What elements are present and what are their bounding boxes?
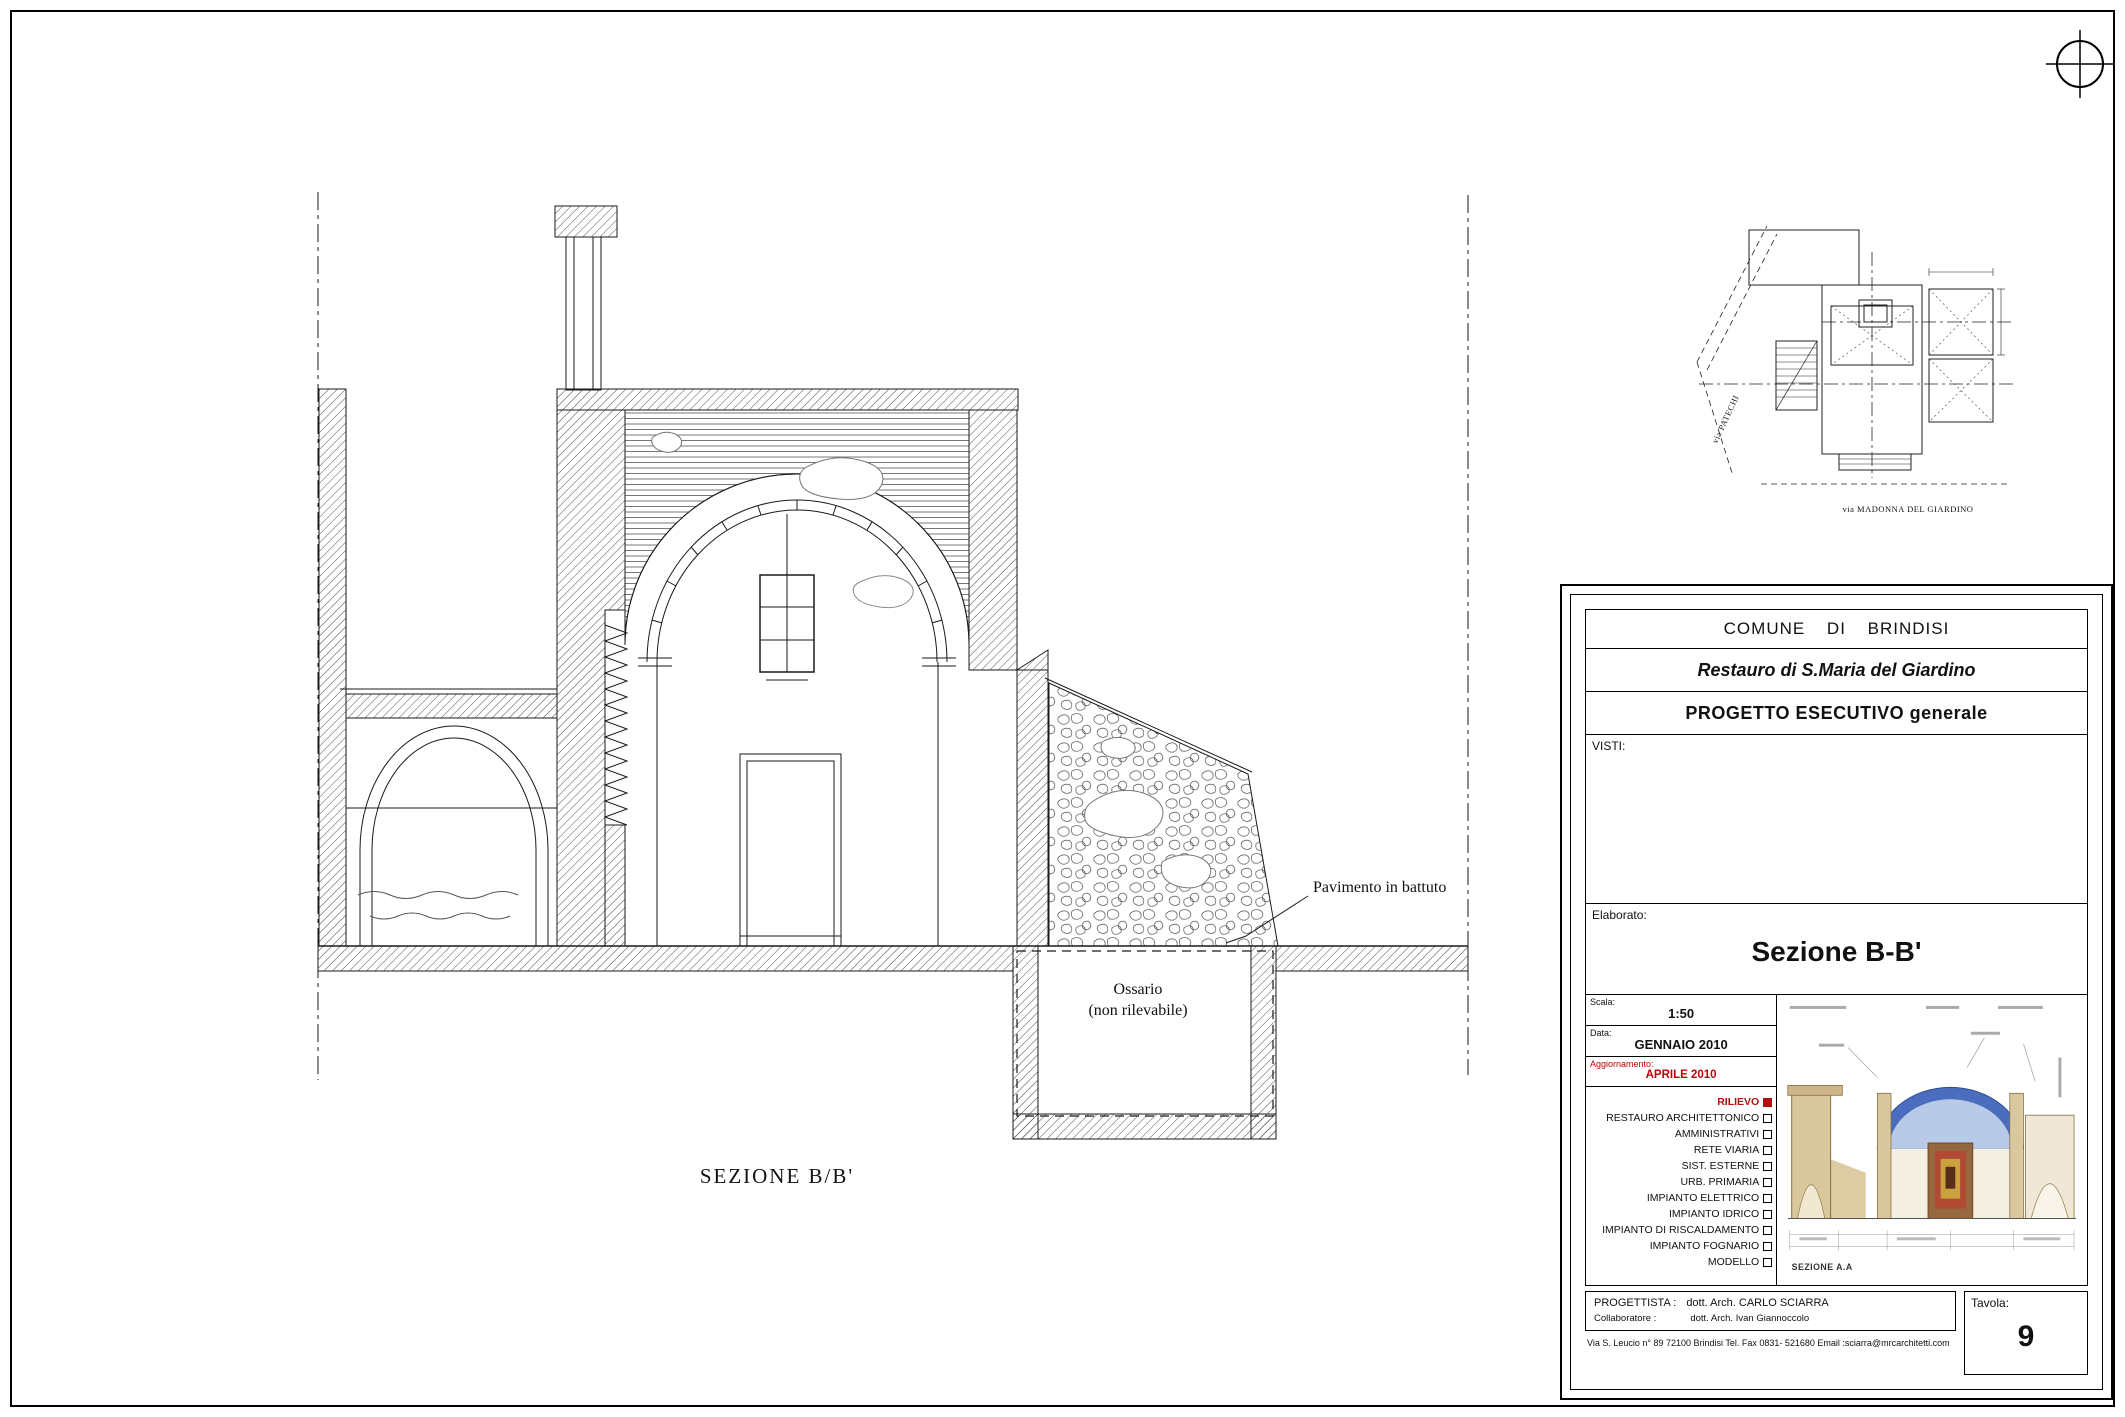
checklist-item: MODELLO	[1586, 1254, 1776, 1270]
checklist-item-label: RILIEVO	[1717, 1096, 1760, 1108]
street-label-madonna: via MADONNA DEL GIARDINO	[1843, 504, 1974, 514]
checklist-checkbox	[1763, 1145, 1773, 1155]
titleblock-comune: COMUNE DI BRINDISI	[1585, 609, 2088, 649]
chimney	[554, 205, 618, 391]
left-wing	[318, 388, 558, 947]
checklist: RILIEVO RESTAURO ARCHITETTONICO AMMINISTRA…	[1586, 1087, 1776, 1285]
titleblock-inner: COMUNE DI BRINDISI Restauro di S.Maria d…	[1570, 594, 2103, 1390]
titleblock-middle: Scala: 1:50 Data: GENNAIO 2010 Aggiornam…	[1585, 994, 2088, 1286]
preview-altar	[1927, 1142, 1974, 1219]
preview-annotation-text	[1789, 1005, 2062, 1098]
registration-mark-icon	[2046, 30, 2114, 98]
checklist-item-label: URB. PRIMARIA	[1680, 1176, 1760, 1188]
checklist-checkbox	[1763, 1209, 1773, 1219]
titleblock-project-title: Restauro di S.Maria del Giardino	[1585, 648, 2088, 692]
tavola-number: 9	[2017, 1320, 2035, 1353]
checklist-item: SIST. ESTERNE	[1586, 1158, 1776, 1174]
sheet-border	[10, 10, 2115, 1407]
collaboratore-label: Collaboratore :	[1594, 1313, 1657, 1324]
checklist-checkbox	[1763, 1225, 1773, 1235]
titleblock: COMUNE DI BRINDISI Restauro di S.Maria d…	[1560, 584, 2113, 1400]
checklist-item-label: RETE VIARIA	[1693, 1144, 1760, 1156]
elaborato-box: Elaborato: Sezione B-B'	[1585, 903, 2088, 995]
checklist-item-label: IMPIANTO FOGNARIO	[1649, 1240, 1760, 1252]
visti-box: VISTI:	[1585, 734, 2088, 904]
checklist-item: IMPIANTO FOGNARIO	[1586, 1238, 1776, 1254]
preview-box: SEZIONE A.A	[1776, 994, 2088, 1286]
ossario-outline	[1016, 950, 1274, 1117]
data-value: GENNAIO 2010	[1634, 1037, 1728, 1052]
pavimento-leader-line	[1225, 895, 1309, 944]
checklist-item: IMPIANTO ELETTRICO	[1586, 1190, 1776, 1206]
checklist-checkbox	[1763, 1241, 1773, 1251]
elaborato-title: Sezione B-B'	[1751, 936, 1922, 967]
preview-image: SEZIONE A.A	[1780, 998, 2084, 1282]
aggiornamento-row: Aggiornamento: APRILE 2010	[1586, 1057, 1777, 1087]
checklist-item-label: RESTAURO ARCHITETTONICO	[1606, 1112, 1760, 1124]
collaboratore-value: dott. Arch. Ivan Giannoccolo	[1690, 1313, 1810, 1324]
checklist-checkbox	[1763, 1097, 1773, 1107]
data-row: Data: GENNAIO 2010	[1586, 1026, 1777, 1057]
aggiornamento-label: Aggiornamento:	[1590, 1059, 1654, 1069]
titleblock-project-subtitle: PROGETTO ESECUTIVO generale	[1585, 691, 2088, 735]
progettista-label: PROGETTISTA :	[1594, 1297, 1677, 1309]
street-label-patechi: via PATECHI	[1710, 393, 1741, 445]
preview-caption: SEZIONE A.A	[1792, 1262, 1853, 1272]
checklist-item-label: MODELLO	[1707, 1256, 1760, 1268]
stair-teeth	[603, 624, 629, 826]
titleblock-bottom: PROGETTISTA : dott. Arch. CARLO SCIARRA C…	[1585, 1291, 2088, 1375]
checklist-item: RESTAURO ARCHITETTONICO	[1586, 1110, 1776, 1126]
checklist-checkbox	[1763, 1129, 1773, 1139]
siteplan-stair	[1775, 340, 1818, 411]
section-caption: SEZIONE B/B'	[700, 1164, 854, 1188]
section-boundary-lines	[317, 192, 1469, 1080]
progettista-value: dott. Arch. CARLO SCIARRA	[1686, 1297, 1829, 1309]
tavola-box: Tavola: 9	[1964, 1291, 2088, 1375]
elaborato-label: Elaborato:	[1592, 908, 1647, 922]
scala-value: 1:50	[1668, 1006, 1695, 1021]
scala-row: Scala: 1:50	[1586, 995, 1777, 1026]
scala-label: Scala:	[1590, 997, 1616, 1007]
checklist-item: RETE VIARIA	[1586, 1142, 1776, 1158]
meta-column: Scala: 1:50 Data: GENNAIO 2010 Aggiornam…	[1585, 994, 1778, 1286]
nave-walls	[556, 409, 1049, 947]
checklist-item: AMMINISTRATIVI	[1586, 1126, 1776, 1142]
checklist-checkbox	[1763, 1257, 1773, 1267]
ground	[317, 945, 1469, 1140]
door	[739, 753, 842, 947]
checklist-item: RILIEVO	[1586, 1094, 1776, 1110]
ossario-label-line2: (non rilevabile)	[1088, 1002, 1187, 1019]
lantern-window	[759, 514, 815, 681]
pavimento-label: Pavimento in battuto	[1313, 879, 1446, 896]
visti-label: VISTI:	[1592, 739, 1626, 753]
nave-roof-and-dome	[556, 388, 1019, 663]
preview-dimension-strip	[1789, 1230, 2075, 1251]
checklist-item-label: IMPIANTO DI RISCALDAMENTO	[1602, 1224, 1760, 1236]
checklist-item: IMPIANTO DI RISCALDAMENTO	[1586, 1222, 1776, 1238]
checklist-item-label: AMMINISTRATIVI	[1674, 1128, 1760, 1140]
checklist-checkbox	[1763, 1177, 1773, 1187]
checklist-checkbox	[1763, 1193, 1773, 1203]
tavola-label: Tavola:	[1971, 1296, 2010, 1310]
checklist-checkbox	[1763, 1161, 1773, 1171]
checklist-item-label: SIST. ESTERNE	[1681, 1160, 1760, 1172]
ossario-label-line1: Ossario	[1114, 981, 1163, 998]
checklist-item: IMPIANTO IDRICO	[1586, 1206, 1776, 1222]
aggiornamento-value: APRILE 2010	[1645, 1069, 1717, 1081]
checklist-item: URB. PRIMARIA	[1586, 1174, 1776, 1190]
progettista-box: PROGETTISTA : dott. Arch. CARLO SCIARRA C…	[1585, 1291, 1956, 1331]
studio-address: Via S. Leucio n° 89 72100 Brindisi Tel. …	[1587, 1338, 1950, 1348]
checklist-checkbox	[1763, 1113, 1773, 1123]
data-label: Data:	[1590, 1028, 1612, 1038]
checklist-item-label: IMPIANTO IDRICO	[1668, 1208, 1760, 1220]
rubble-wall	[1044, 677, 1279, 947]
checklist-item-label: IMPIANTO ELETTRICO	[1646, 1192, 1760, 1204]
siteplan-drawing: via PATECHI via MADONNA DEL GIARDINO	[1696, 225, 2013, 514]
section-drawing: Pavimento in battuto Ossario (non rileva…	[317, 192, 1469, 1188]
